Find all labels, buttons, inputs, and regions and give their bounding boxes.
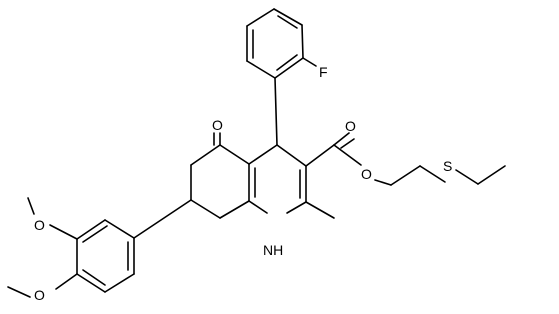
bond bbox=[374, 179, 392, 186]
bond bbox=[82, 225, 108, 243]
bond bbox=[248, 144, 278, 165]
methoxy-oxygen-lower-label: O bbox=[34, 287, 45, 303]
bond bbox=[301, 24, 304, 59]
bond bbox=[340, 138, 355, 149]
bond bbox=[219, 200, 250, 219]
bond bbox=[274, 77, 278, 146]
bond bbox=[302, 57, 317, 67]
bond bbox=[190, 199, 221, 219]
atom-labels: F O O O S NH O O bbox=[34, 64, 452, 303]
bond bbox=[390, 165, 421, 186]
bond bbox=[333, 144, 362, 166]
bond bbox=[133, 199, 192, 239]
ketone-oxygen-label: O bbox=[212, 117, 223, 133]
carbonyl-oxygen-label: O bbox=[345, 118, 356, 134]
bond bbox=[333, 132, 350, 146]
bond bbox=[190, 144, 221, 166]
fluorine-label: F bbox=[319, 64, 328, 80]
methoxy-oxygen-upper-label: O bbox=[34, 217, 45, 233]
nitrogen-h-label: NH bbox=[263, 242, 283, 258]
bond bbox=[246, 60, 276, 79]
bond bbox=[419, 165, 446, 183]
bond bbox=[286, 201, 307, 214]
bond bbox=[104, 273, 135, 293]
bond bbox=[305, 144, 335, 167]
bond bbox=[276, 144, 307, 167]
bond bbox=[49, 224, 78, 240]
bond bbox=[455, 169, 479, 185]
bonds bbox=[7, 8, 506, 298]
sulfur-label: S bbox=[443, 158, 452, 174]
bond bbox=[273, 8, 303, 26]
bond bbox=[246, 8, 275, 27]
ester-oxygen-label: O bbox=[361, 166, 372, 182]
bond bbox=[219, 144, 250, 165]
bond bbox=[76, 273, 106, 293]
bond bbox=[27, 197, 35, 215]
bond bbox=[248, 200, 268, 214]
bond bbox=[277, 15, 298, 29]
bond bbox=[76, 219, 106, 240]
bond bbox=[82, 269, 106, 286]
bond bbox=[305, 201, 335, 219]
bond bbox=[274, 57, 304, 79]
bond bbox=[7, 286, 31, 298]
bond bbox=[55, 273, 78, 290]
bond bbox=[104, 219, 135, 239]
bond bbox=[477, 165, 506, 185]
bond bbox=[276, 54, 298, 71]
